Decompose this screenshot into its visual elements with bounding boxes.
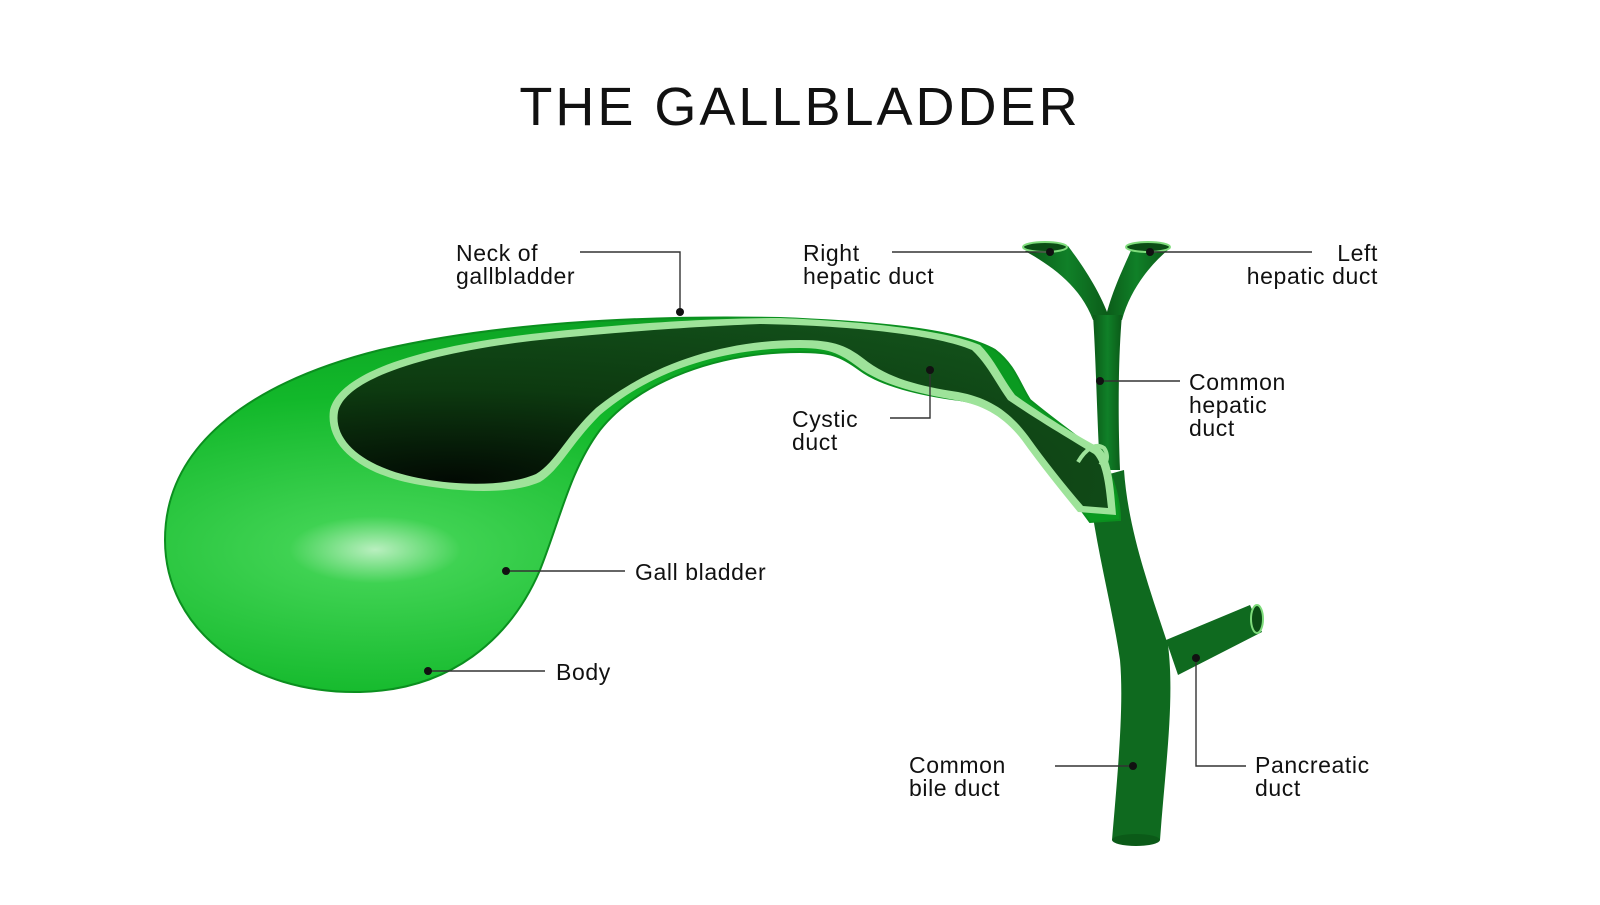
common-bile-duct <box>1088 470 1171 840</box>
label-right-hepatic-duct: Right hepatic duct <box>803 242 934 288</box>
label-line: Left <box>1337 240 1378 266</box>
gallbladder-lumen <box>337 324 1108 508</box>
label-line: Common <box>909 752 1006 778</box>
label-body: Body <box>556 661 611 684</box>
leader-cystic <box>890 370 931 419</box>
leader-pancreatic <box>1195 658 1246 767</box>
label-cystic-duct: Cystic duct <box>792 408 858 454</box>
label-common-bile-duct: Common bile duct <box>909 754 1006 800</box>
leader-dots <box>424 248 1200 770</box>
label-line: Body <box>556 659 611 685</box>
label-common-hepatic-duct: Common hepatic duct <box>1189 371 1286 440</box>
common-hepatic-duct <box>1093 315 1122 470</box>
label-left-hepatic-duct: Left hepatic duct <box>1196 242 1378 288</box>
label-pancreatic-duct: Pancreatic duct <box>1255 754 1370 800</box>
dot-left-hepatic <box>1146 248 1154 256</box>
dot-neck <box>676 308 684 316</box>
label-line: Gall bladder <box>635 559 767 585</box>
dot-common-hepatic <box>1096 377 1104 385</box>
dot-body <box>424 667 432 675</box>
dot-cystic <box>926 366 934 374</box>
label-line: duct <box>1255 775 1301 801</box>
dot-right-hepatic <box>1046 248 1054 256</box>
right-hepatic-opening <box>1022 241 1068 253</box>
label-line: Neck of <box>456 240 539 266</box>
label-gall-bladder: Gall bladder <box>635 561 766 584</box>
leader-neck <box>580 251 681 312</box>
label-line: duct <box>1189 415 1235 441</box>
left-hepatic-duct <box>1105 248 1168 320</box>
label-line: Cystic <box>792 406 859 432</box>
right-hepatic-duct <box>1025 246 1110 320</box>
common-bile-opening <box>1112 834 1160 846</box>
label-line: Common <box>1189 369 1286 395</box>
dot-gall-bladder <box>502 567 510 575</box>
diagram-title: THE GALLBLADDER <box>519 77 1081 137</box>
label-line: gallbladder <box>456 263 576 289</box>
label-line: bile duct <box>909 775 1001 801</box>
dot-pancreatic <box>1192 654 1200 662</box>
junction-fold <box>1076 443 1109 466</box>
pancreatic-duct <box>1166 605 1262 675</box>
label-line: hepatic duct <box>803 263 935 289</box>
bile-duct-tree <box>1022 241 1264 846</box>
label-line: Pancreatic <box>1255 752 1370 778</box>
pancreatic-opening <box>1250 604 1264 634</box>
label-line: hepatic duct <box>1246 263 1378 289</box>
label-line: duct <box>792 429 838 455</box>
label-line: hepatic <box>1189 392 1268 418</box>
label-neck-of-gallbladder: Neck of gallbladder <box>456 242 575 288</box>
leader-lines <box>428 251 1312 767</box>
label-line: Right <box>803 240 860 266</box>
dot-common-bile <box>1129 762 1137 770</box>
